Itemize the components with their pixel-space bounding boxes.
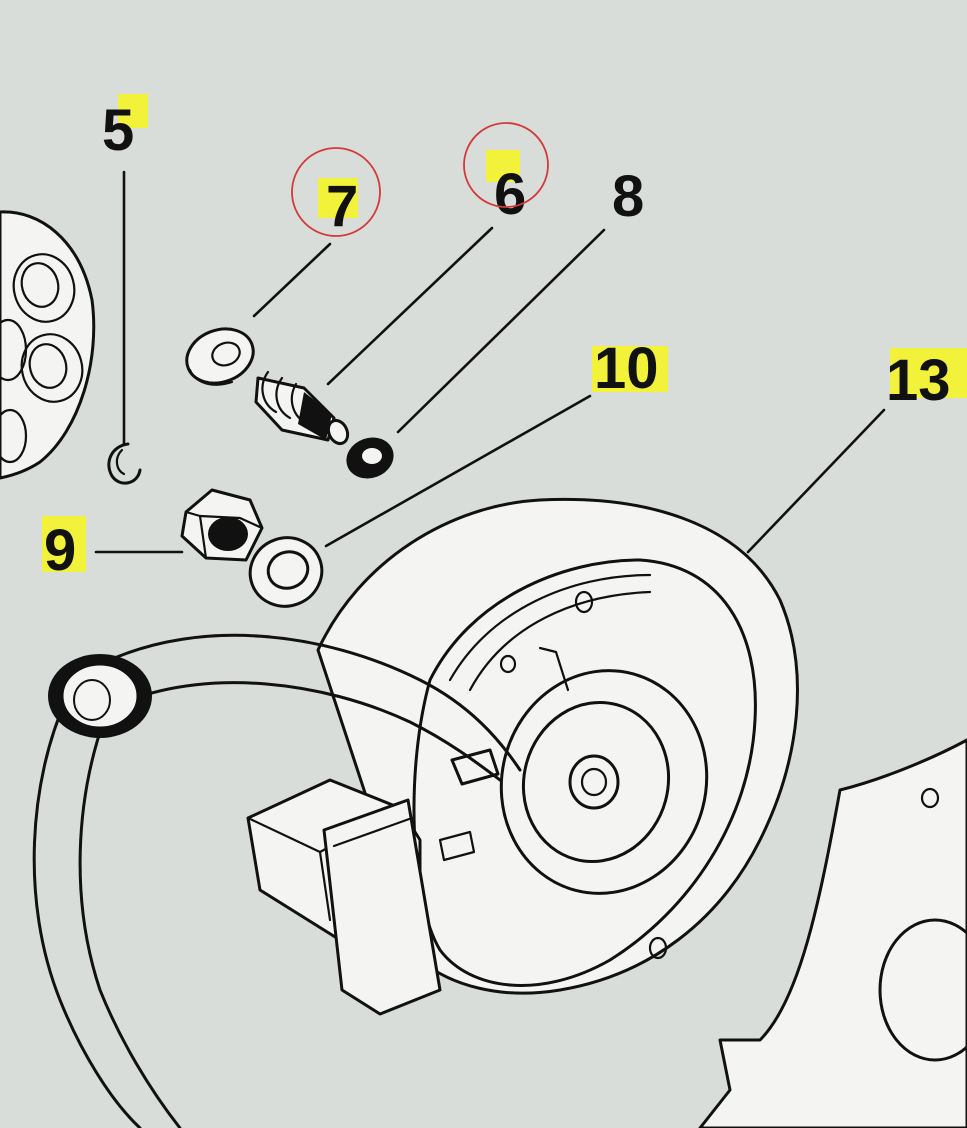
leader-7 <box>252 242 332 318</box>
callouts: 5 7 6 8 10 13 9 <box>42 94 967 583</box>
callout-7-circle-mark <box>291 147 381 237</box>
washer-part-8 <box>346 437 394 479</box>
callout-10: 10 <box>594 336 659 401</box>
drum-part-13 <box>246 497 799 1016</box>
callout-8: 8 <box>612 164 644 229</box>
callout-6: 6 <box>494 162 526 227</box>
cable-with-grommet <box>32 633 522 1128</box>
callout-6-circle-mark <box>463 122 549 208</box>
callout-7: 7 <box>326 174 358 239</box>
left-disc-part <box>0 210 96 480</box>
leader-13 <box>746 408 886 554</box>
callout-7-highlight <box>318 178 358 218</box>
leader-lines <box>94 170 886 554</box>
leader-8 <box>396 228 606 434</box>
washer-part-7 <box>185 327 255 386</box>
callout-13: 13 <box>886 348 951 413</box>
stud-part-6 <box>254 370 350 446</box>
callout-9: 9 <box>44 518 76 583</box>
callout-5: 5 <box>102 98 134 163</box>
clip-part-5 <box>107 442 142 485</box>
callout-13-highlight <box>890 348 967 398</box>
washer-part-10 <box>248 536 324 608</box>
leader-10 <box>324 394 592 548</box>
leader-6 <box>326 226 494 386</box>
callout-6-highlight <box>486 150 520 182</box>
hex-nut-part-9 <box>180 488 264 562</box>
mounting-bracket <box>698 738 967 1128</box>
callout-9-highlight <box>42 516 86 572</box>
callout-5-highlight <box>118 94 148 128</box>
callout-10-highlight <box>592 346 668 392</box>
